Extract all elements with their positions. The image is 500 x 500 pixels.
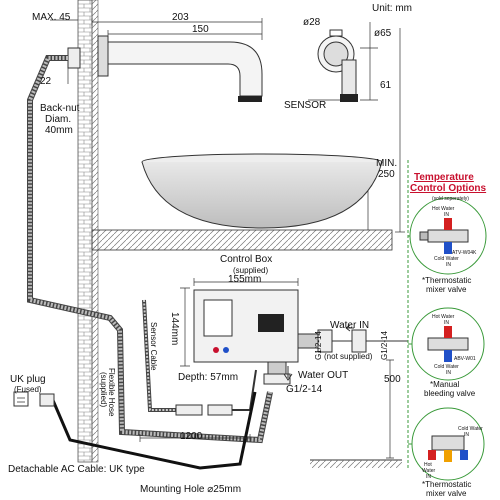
dim-203: 203 <box>172 12 189 23</box>
opt2-label: *Manual <box>430 380 460 389</box>
opt1-cold-water: Cold Water <box>434 256 459 262</box>
options-title-1: Temperature <box>414 172 474 183</box>
dim-min250-a: MIN. <box>376 158 398 169</box>
flexible-hose <box>27 55 273 444</box>
flexible-hose-label: Flexible Hose <box>107 368 116 417</box>
backnut-line3: 40mm <box>45 125 73 136</box>
ac-cable-label: Detachable AC Cable: UK type <box>8 464 145 475</box>
opt3-cold-in: IN <box>464 432 469 438</box>
dim-150: 150 <box>192 24 209 35</box>
basin <box>141 153 383 229</box>
opt3-cold-water: Cold Water <box>458 426 483 432</box>
dim-max45: MAX. 45 <box>32 12 71 23</box>
dim-min250-b: 250 <box>378 169 395 180</box>
ac-cable <box>13 391 257 470</box>
dim-155: 155mm <box>228 274 262 285</box>
water-in-connector <box>297 324 408 353</box>
opt3-hot: Hot <box>424 462 432 468</box>
control-box-label: Control Box <box>220 254 273 265</box>
sensor-cable-label: Sensor Cable <box>149 322 158 371</box>
opt1-hot-in: IN <box>444 212 449 218</box>
spout-side-view <box>308 29 358 102</box>
opt1-label: *Thermostatic <box>422 276 472 285</box>
options-subtitle: (sold seperately) <box>432 196 469 202</box>
dim-phi28: ø28 <box>303 17 321 28</box>
opt3-hot-water: Water <box>422 468 436 474</box>
dim-22: 22 <box>40 76 52 87</box>
opt3-label-b: mixer valve <box>426 489 467 498</box>
spout <box>67 35 263 102</box>
unit-label: Unit: mm <box>372 3 412 14</box>
dim-depth: Depth: 57mm <box>178 372 239 383</box>
water-out-thread: G1/2-14 <box>286 384 323 395</box>
opt2-hot-in: IN <box>444 320 449 326</box>
floor <box>310 359 402 468</box>
mounting-hole-label: Mounting Hole ⌀25mm <box>140 484 242 495</box>
opt2-code: ABV-W01 <box>454 356 476 362</box>
opt2-cold-in: IN <box>446 370 451 376</box>
opt1-code: ATV-W04K <box>452 250 477 256</box>
dim-144: 144mm <box>169 312 180 346</box>
opt1-label-b: mixer valve <box>426 285 467 294</box>
sensor-label: SENSOR <box>284 100 327 111</box>
uk-plug-label: UK plug <box>10 374 46 385</box>
opt3-label: *Thermostatic <box>422 480 472 489</box>
control-box <box>180 278 299 367</box>
water-in-label: Water IN <box>330 320 370 331</box>
water-in-sub: (not supplied) <box>324 352 373 361</box>
backnut-line2: Diam. <box>45 114 72 125</box>
opt1-hot-water: Hot Water <box>432 206 455 212</box>
countertop <box>91 229 393 251</box>
water-out-connector <box>263 361 293 385</box>
dim-g12-left: G1/2-14 <box>314 331 323 360</box>
opt2-label-b: bleeding valve <box>424 389 476 398</box>
dimension-lines <box>50 18 405 233</box>
dim-phi65: ø65 <box>374 28 392 39</box>
dim-500: 500 <box>384 374 401 385</box>
dim-g12-right: G1/2-14 <box>380 331 389 360</box>
water-out-label: Water OUT <box>298 370 349 381</box>
opt2-hot-water: Hot Water <box>432 314 455 320</box>
backnut-line1: Back-nut <box>40 103 80 114</box>
dim-1200: 1200 <box>180 431 203 442</box>
opt3-hot-in: IN <box>426 474 431 480</box>
control-box-sub: (supplied) <box>233 266 269 275</box>
dim-61: 61 <box>380 80 392 91</box>
dim-1200 <box>139 434 251 442</box>
flexible-hose-sub: (supplied) <box>99 372 108 408</box>
opt2-cold-water: Cold Water <box>434 364 459 370</box>
options-panel <box>407 160 487 481</box>
uk-plug-sub: (Fused) <box>14 385 42 394</box>
options-title-2: Control Options <box>410 183 487 194</box>
opt1-cold-in: IN <box>446 262 451 268</box>
